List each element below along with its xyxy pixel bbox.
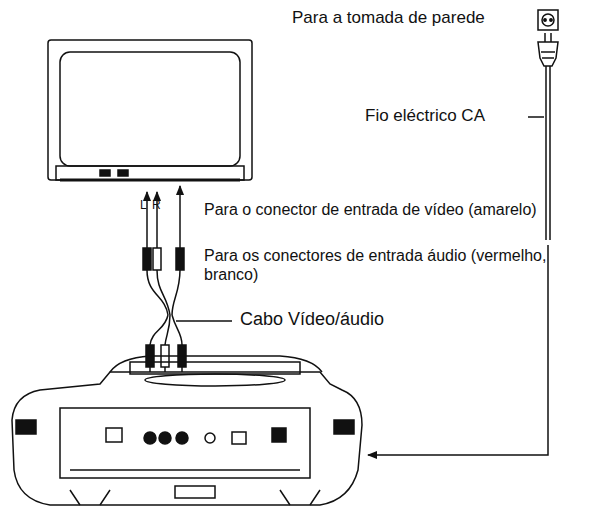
callout-label: Cabo Vídeo/áudio bbox=[240, 309, 384, 331]
callout-label: Fio eléctrico CA bbox=[365, 106, 485, 126]
wall-outlet bbox=[538, 10, 558, 30]
power-cord bbox=[368, 245, 548, 455]
dvd-player bbox=[12, 356, 362, 505]
callout-label: Para os conectores de entrada áudio (ver… bbox=[204, 246, 589, 284]
tv-set bbox=[48, 40, 252, 180]
callout-label: R bbox=[152, 198, 161, 212]
power-plug bbox=[538, 33, 558, 240]
leader-line bbox=[528, 116, 544, 118]
callout-label: Para o conector de entrada de vídeo (ama… bbox=[204, 200, 574, 219]
callout-label: L bbox=[140, 198, 147, 212]
callout-label: Para a tomada de parede bbox=[292, 8, 485, 28]
leader-line bbox=[176, 320, 232, 322]
